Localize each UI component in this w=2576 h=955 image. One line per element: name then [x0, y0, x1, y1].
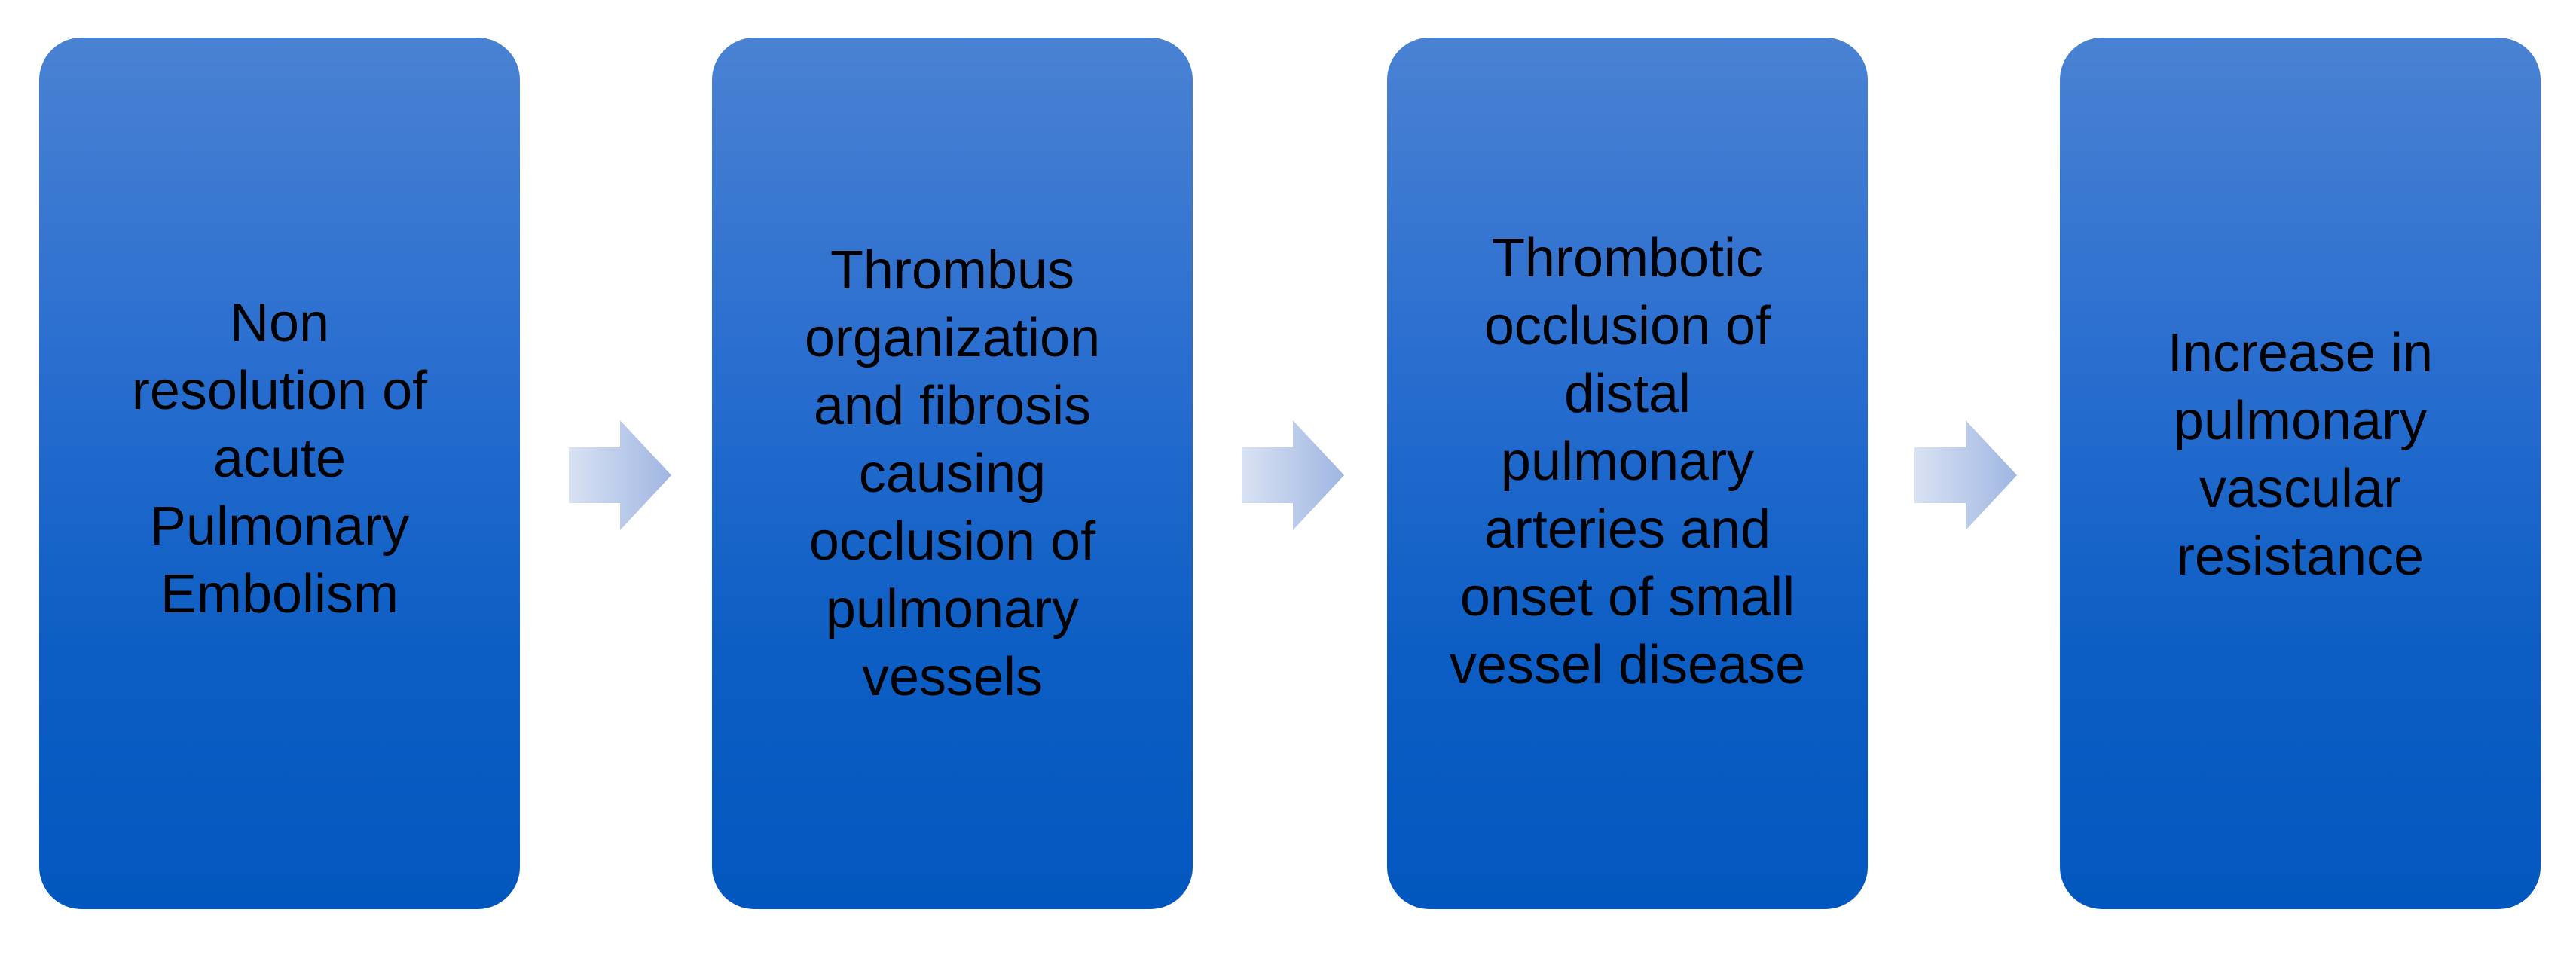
- step-3-text: Thrombotic occlusion of distal pulmonary…: [1449, 227, 1806, 695]
- step-2-text: Thrombus organization and fibrosis causi…: [804, 240, 1101, 707]
- step-box-4: Increase in pulmonary vascular resistanc…: [2060, 38, 2541, 909]
- step-1-text: Non resolution of acute Pulmonary Emboli…: [131, 292, 428, 624]
- step-box-1: Non resolution of acute Pulmonary Emboli…: [39, 38, 520, 909]
- right-arrow-icon: [569, 420, 671, 530]
- right-arrow-icon: [1914, 420, 2017, 530]
- step-box-3: Thrombotic occlusion of distal pulmonary…: [1387, 38, 1868, 909]
- step-4-text: Increase in pulmonary vascular resistanc…: [2167, 322, 2434, 587]
- step-box-2: Thrombus organization and fibrosis causi…: [712, 38, 1193, 909]
- right-arrow-icon: [1242, 420, 1344, 530]
